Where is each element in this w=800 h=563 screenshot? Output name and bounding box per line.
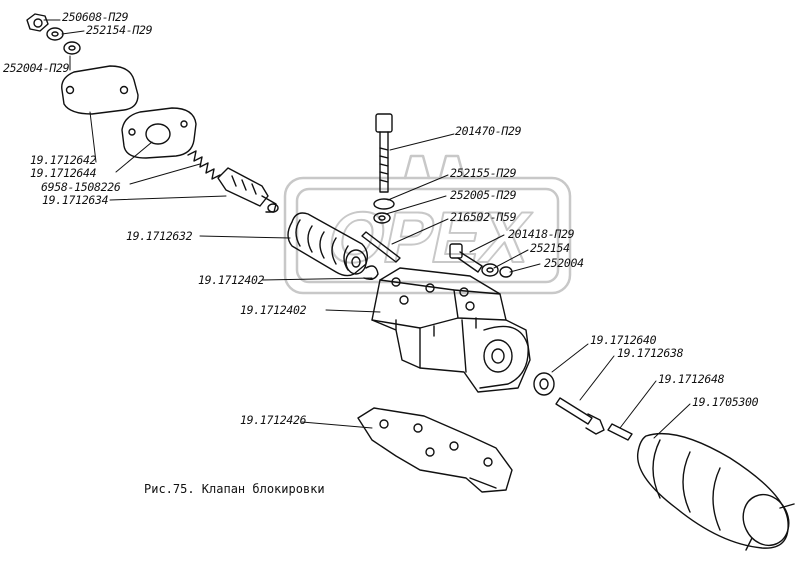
figure-caption: Рис.75. Клапан блокировки xyxy=(144,482,325,496)
label-252154-right: 252154 xyxy=(530,241,570,255)
label-6958: 6958-1508226 xyxy=(41,180,121,194)
label-201418: 201418-П29 xyxy=(508,227,575,241)
label-252005: 252005-П29 xyxy=(450,188,517,202)
washer-252154-right xyxy=(481,263,499,277)
label-252004-top: 252004-П29 xyxy=(3,61,70,75)
label-216502: 216502-П59 xyxy=(450,210,517,224)
label-1712642: 19.1712642 xyxy=(30,153,97,167)
washer-252155 xyxy=(373,198,395,210)
screw-201418 xyxy=(449,243,483,273)
housing-1712402 xyxy=(371,267,531,393)
label-1712402-b: 19.1712402 xyxy=(240,303,307,317)
label-250608: 250608-П29 xyxy=(62,10,129,24)
leader-lines xyxy=(43,19,691,439)
label-1712632: 19.1712632 xyxy=(126,229,193,243)
valve-1712634 xyxy=(217,167,279,213)
label-1712640: 19.1712640 xyxy=(590,333,657,347)
piston-1712632 xyxy=(287,212,369,277)
label-201470: 201470-П29 xyxy=(455,124,522,138)
label-252154-top: 252154-П29 xyxy=(86,23,153,37)
washer-252004-top xyxy=(63,41,81,55)
label-1712402-a: 19.1712402 xyxy=(198,273,265,287)
label-252004-right: 252004 xyxy=(544,256,584,270)
spring-6958 xyxy=(187,150,221,180)
watermark-text: OPEX xyxy=(321,198,538,278)
pin-216502 xyxy=(361,231,401,263)
gasket-1712644 xyxy=(121,107,197,159)
pin-1712648 xyxy=(607,423,633,441)
label-1705300: 19.1705300 xyxy=(692,395,759,409)
plug-1712640 xyxy=(533,372,555,396)
snap-ring xyxy=(363,265,379,281)
washer-252004-right xyxy=(499,266,513,278)
label-1712644: 19.1712644 xyxy=(30,166,97,180)
label-1712648: 19.1712648 xyxy=(658,372,725,386)
rod-1712638 xyxy=(555,397,605,435)
solenoid-1705300 xyxy=(636,432,795,551)
label-1712426: 19.1712426 xyxy=(240,413,307,427)
watermark-logo: OPEX xyxy=(283,154,572,295)
nut-250608 xyxy=(26,13,49,32)
label-1712634: 19.1712634 xyxy=(42,193,109,207)
bolt-201470 xyxy=(375,113,393,193)
washer-252005 xyxy=(373,212,391,224)
label-1712638: 19.1712638 xyxy=(617,346,684,360)
cover-plate-1712642 xyxy=(61,65,139,115)
washer-252154-top xyxy=(46,27,64,41)
label-252155: 252155-П29 xyxy=(450,166,517,180)
gasket-1712426 xyxy=(357,407,513,493)
